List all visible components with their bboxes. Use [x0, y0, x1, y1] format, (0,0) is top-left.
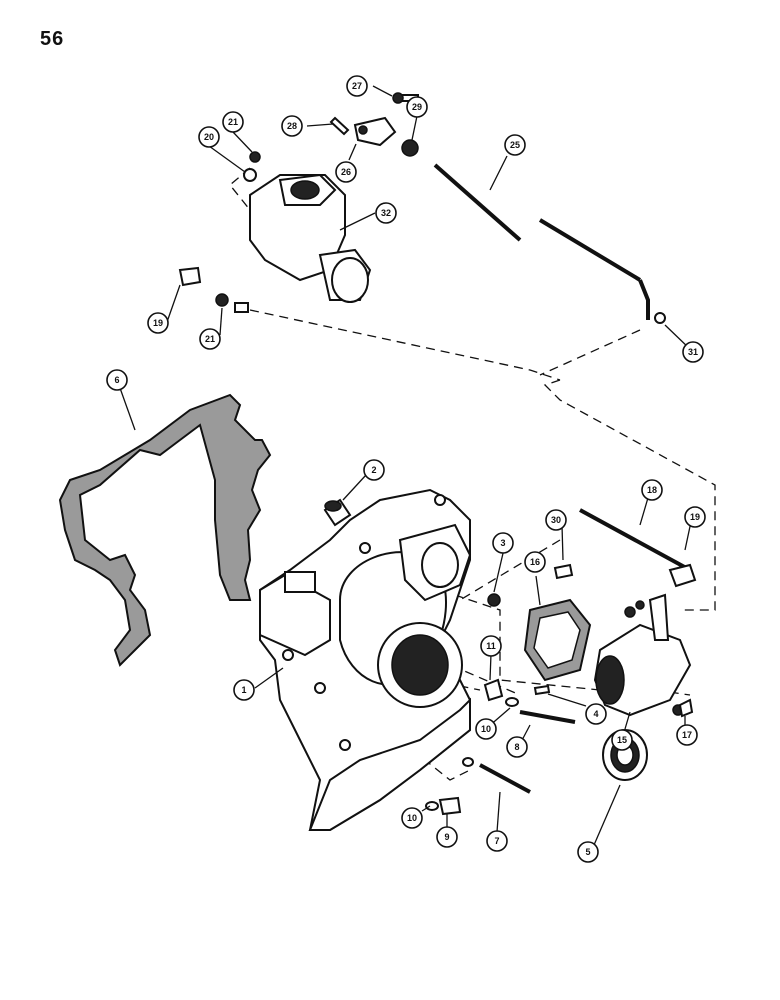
- rod-part-18: [579, 508, 691, 572]
- callout-16: 16: [524, 551, 546, 573]
- svg-text:18: 18: [647, 485, 657, 495]
- svg-text:21: 21: [205, 334, 215, 344]
- lower-fasteners: [425, 678, 576, 816]
- svg-text:21: 21: [228, 117, 238, 127]
- callout-32: 32: [375, 202, 397, 224]
- svg-text:28: 28: [287, 121, 297, 131]
- callout-2: 2: [363, 459, 385, 481]
- rod-part-25: [433, 163, 666, 324]
- svg-text:3: 3: [500, 538, 505, 548]
- callout-17: 17: [676, 724, 698, 746]
- callout-27: 27: [346, 75, 368, 97]
- svg-text:32: 32: [381, 208, 391, 218]
- callout-3: 3: [492, 532, 514, 554]
- svg-text:19: 19: [690, 512, 700, 522]
- callout-7: 7: [486, 830, 508, 852]
- callout-29: 29: [406, 96, 428, 118]
- governor-part-15: [593, 593, 692, 717]
- gasket-part-16: [523, 598, 592, 682]
- svg-text:16: 16: [530, 557, 540, 567]
- callout-5: 5: [577, 841, 599, 863]
- svg-text:5: 5: [585, 847, 590, 857]
- svg-text:19: 19: [153, 318, 163, 328]
- callout-25: 25: [504, 134, 526, 156]
- svg-text:7: 7: [494, 836, 499, 846]
- leader-lines: [119, 85, 693, 846]
- callout-31: 31: [682, 341, 704, 363]
- svg-text:11: 11: [486, 641, 496, 651]
- callout-15: 15: [611, 729, 633, 751]
- svg-text:31: 31: [688, 347, 698, 357]
- svg-text:26: 26: [341, 167, 351, 177]
- carburetor-part-32: [249, 173, 372, 303]
- svg-text:29: 29: [412, 102, 422, 112]
- callout-11: 11: [480, 635, 502, 657]
- callout-1: 1: [233, 679, 255, 701]
- svg-text:2: 2: [371, 465, 376, 475]
- small-fasteners: [553, 563, 697, 718]
- callout-19-right: 19: [684, 506, 706, 528]
- callout-10-lower: 10: [401, 807, 423, 829]
- callout-8: 8: [506, 736, 528, 758]
- page-number: 56: [40, 28, 65, 50]
- svg-text:10: 10: [481, 724, 491, 734]
- gasket-part-6: [58, 393, 272, 667]
- timing-cover-part-1: [259, 488, 472, 831]
- svg-text:17: 17: [682, 730, 692, 740]
- svg-text:9: 9: [444, 832, 449, 842]
- svg-text:4: 4: [593, 709, 598, 719]
- svg-text:15: 15: [617, 735, 627, 745]
- callout-9: 9: [436, 826, 458, 848]
- callout-30: 30: [545, 509, 567, 531]
- svg-text:30: 30: [551, 515, 561, 525]
- callout-21: 21: [222, 111, 244, 133]
- svg-text:6: 6: [114, 375, 119, 385]
- callout-28: 28: [281, 115, 303, 137]
- callout-6: 6: [106, 369, 128, 391]
- callout-21-lower: 21: [199, 328, 221, 350]
- callout-4: 4: [585, 703, 607, 725]
- svg-text:27: 27: [352, 81, 362, 91]
- callout-20: 20: [198, 126, 220, 148]
- callout-10: 10: [475, 718, 497, 740]
- callout-26: 26: [335, 161, 357, 183]
- callout-19: 19: [147, 312, 169, 334]
- svg-text:1: 1: [241, 685, 246, 695]
- svg-text:20: 20: [204, 132, 214, 142]
- plug-part-3: [487, 593, 501, 607]
- dowel-part-2: [323, 498, 352, 527]
- svg-text:10: 10: [407, 813, 417, 823]
- svg-text:25: 25: [510, 140, 520, 150]
- callout-18: 18: [641, 479, 663, 501]
- svg-text:8: 8: [514, 742, 519, 752]
